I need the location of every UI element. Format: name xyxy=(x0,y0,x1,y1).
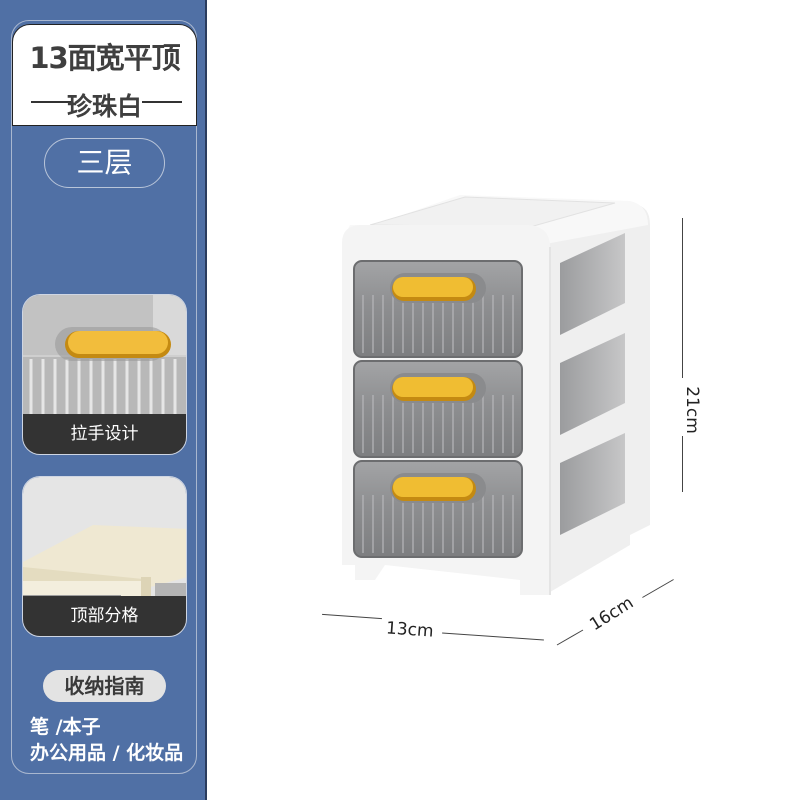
sidebar-outline xyxy=(11,20,197,774)
feature-caption: 顶部分格 xyxy=(23,596,186,636)
width-label: 13cm xyxy=(385,618,435,642)
storage-guide-label: 收纳指南 xyxy=(43,670,166,702)
feature-handle-design[interactable]: 拉手设计 xyxy=(22,294,187,455)
width-dimension-line xyxy=(442,632,544,641)
storage-cabinet-illustration xyxy=(342,195,650,596)
layer-option-button[interactable]: 三层 xyxy=(44,138,165,188)
product-title: 13面宽平顶 xyxy=(29,41,180,75)
divider-left xyxy=(31,101,71,103)
option-sidebar: 13面宽平顶 珍珠白 三层 拉手设计 xyxy=(0,0,207,800)
guide-line: 办公用品 / 化妆品 xyxy=(30,742,184,764)
depth-dimension-line xyxy=(556,629,584,646)
feature-caption: 拉手设计 xyxy=(23,414,186,454)
divider-right xyxy=(142,101,182,103)
height-dimension-line xyxy=(682,218,683,378)
height-label: 21cm xyxy=(681,386,702,434)
title-card: 13面宽平顶 珍珠白 xyxy=(12,24,197,126)
color-subtitle: 珍珠白 xyxy=(66,92,142,121)
guide-line: 笔 /本子 xyxy=(30,716,101,738)
height-dimension-line xyxy=(682,436,683,492)
width-dimension-line xyxy=(322,613,382,620)
feature-top-compartment[interactable]: 顶部分格 xyxy=(22,476,187,637)
